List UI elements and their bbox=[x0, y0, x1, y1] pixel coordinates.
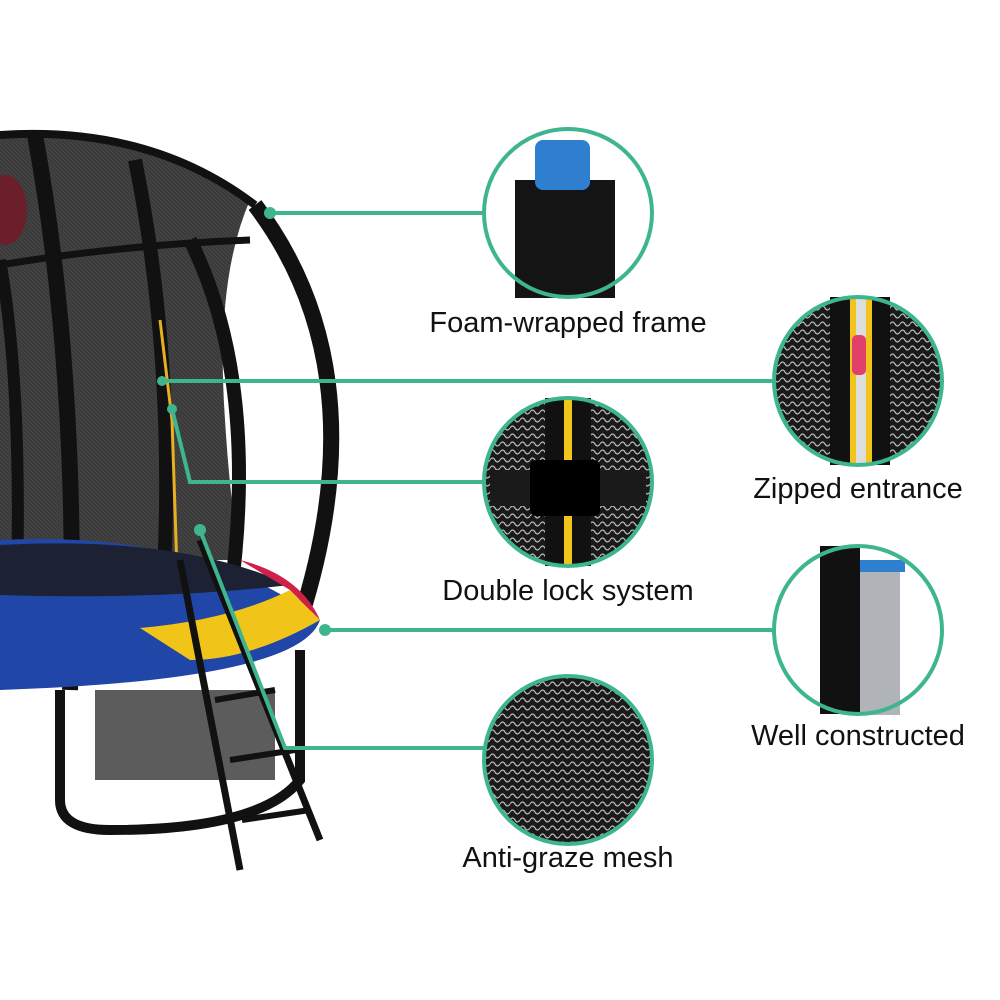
feature-label-foam-wrapped-frame: Foam-wrapped frame bbox=[429, 307, 707, 339]
foam-padding-closeup-icon bbox=[482, 127, 654, 299]
feature-label-zipped-entrance: Zipped entrance bbox=[753, 473, 963, 505]
trampoline bbox=[0, 129, 340, 871]
mesh-closeup-icon bbox=[482, 674, 654, 846]
callout-lines bbox=[162, 211, 775, 750]
feature-label-anti-graze-mesh: Anti-graze mesh bbox=[462, 842, 674, 874]
zipper-closeup-icon bbox=[772, 295, 944, 467]
buckle-closeup-icon bbox=[482, 396, 654, 568]
feature-label-well-constructed: Well constructed bbox=[751, 720, 965, 752]
pole-joint-closeup-icon bbox=[772, 544, 944, 716]
feature-label-double-lock-system: Double lock system bbox=[442, 575, 694, 607]
